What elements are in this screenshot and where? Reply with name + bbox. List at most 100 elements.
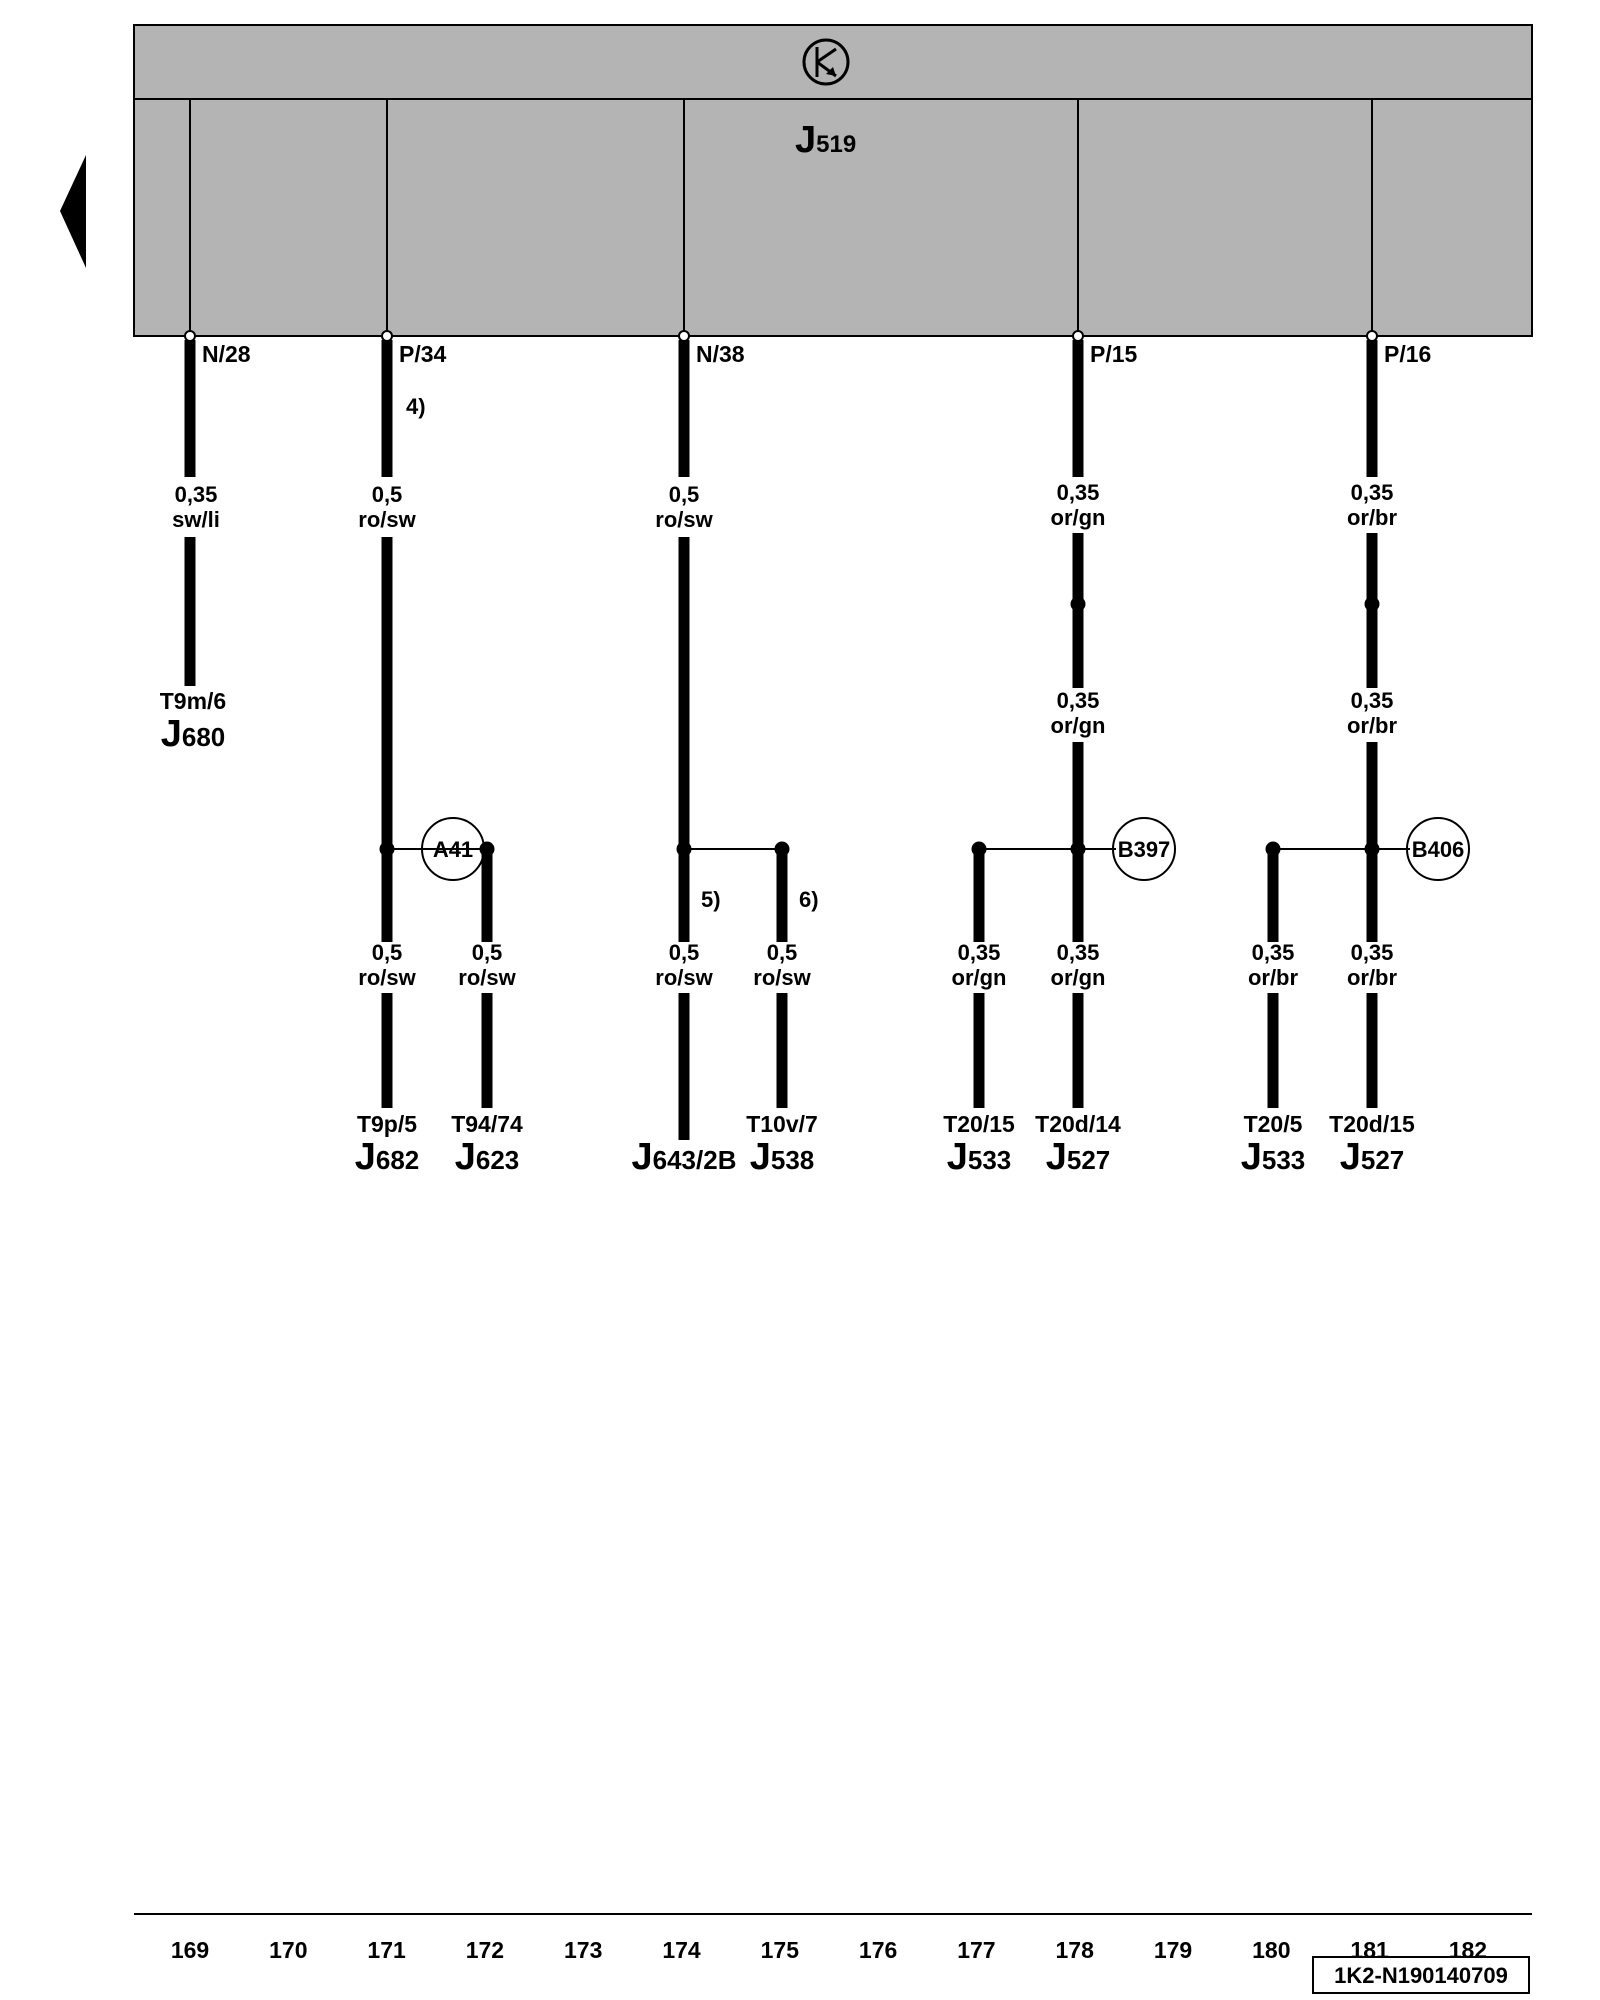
control-unit-panel: J519 xyxy=(133,24,1533,337)
wire-label-color: ro/sw xyxy=(655,965,713,990)
wire-label-gauge: 0,35 xyxy=(1057,480,1100,505)
wire-w174: N/380,5ro/sw5)0,5ro/swJ643/2B6)0,5ro/swT… xyxy=(632,99,819,1178)
grid-number: 171 xyxy=(367,1937,406,1963)
wire-label-color: ro/sw xyxy=(655,507,713,532)
terminal-connector: T9m/6 xyxy=(160,688,226,714)
pin-label: P/34 xyxy=(399,341,447,367)
document-id: 1K2-N190140709 xyxy=(1334,1963,1508,1988)
terminal-component: J527 xyxy=(1046,1136,1111,1178)
footnote-mark: 4) xyxy=(406,394,426,419)
wire-label-gauge: 0,5 xyxy=(472,940,503,965)
grid-number: 179 xyxy=(1154,1937,1192,1963)
terminal-component: J680 xyxy=(161,713,226,755)
terminal-component: J533 xyxy=(1241,1136,1306,1178)
electronic-component-icon xyxy=(802,38,850,86)
back-arrow-icon[interactable] xyxy=(60,155,86,268)
terminal-component: J527 xyxy=(1340,1136,1405,1178)
grid-number: 180 xyxy=(1252,1937,1290,1963)
terminal-component: J643/2B xyxy=(632,1136,737,1178)
grid-number: 173 xyxy=(564,1937,602,1963)
wire-label-gauge: 0,35 xyxy=(1252,940,1295,965)
wire-w171: P/344)0,5ro/swA410,5ro/swT9p/5J6820,5ro/… xyxy=(355,99,523,1178)
wire-label-color: or/gn xyxy=(1051,965,1106,990)
pin-label: P/15 xyxy=(1090,341,1138,367)
wire-label-color: or/gn xyxy=(952,965,1007,990)
connection-label: B406 xyxy=(1412,837,1465,862)
splice-dot xyxy=(1364,596,1380,612)
terminal-component: J533 xyxy=(947,1136,1012,1178)
connection-circle xyxy=(421,817,485,881)
wire-label-gauge: 0,35 xyxy=(175,482,218,507)
wire-label-gauge: 0,5 xyxy=(669,940,700,965)
wire-label-color: ro/sw xyxy=(358,507,416,532)
wire-label-2-color: or/br xyxy=(1347,713,1398,738)
wire-label-2-gauge: 0,35 xyxy=(1351,688,1394,713)
terminal-connector: T20/15 xyxy=(943,1111,1015,1137)
wire-label-color: sw/li xyxy=(172,507,220,532)
grid-number: 176 xyxy=(859,1937,897,1963)
wire-label-gauge: 0,5 xyxy=(767,940,798,965)
grid-number: 177 xyxy=(957,1937,995,1963)
terminal-component: J623 xyxy=(455,1136,520,1178)
terminal-connector: T9p/5 xyxy=(357,1111,417,1137)
terminal-connector: T20d/14 xyxy=(1035,1111,1121,1137)
connection-label: A41 xyxy=(433,837,473,862)
terminal-component: J538 xyxy=(750,1136,815,1178)
wire-w178: P/150,35or/gn0,35or/gnB3970,35or/gnT20/1… xyxy=(943,99,1176,1178)
pin-point xyxy=(184,330,196,342)
terminal-connector: T94/74 xyxy=(451,1111,523,1137)
terminal-connector: T20d/15 xyxy=(1329,1111,1415,1137)
grid-number: 172 xyxy=(466,1937,504,1963)
terminal-connector: T20/5 xyxy=(1244,1111,1303,1137)
terminal-connector: T10v/7 xyxy=(746,1111,818,1137)
footnote-mark: 6) xyxy=(799,887,819,912)
connection-circle xyxy=(1406,817,1470,881)
pin-point xyxy=(381,330,393,342)
connection-label: B397 xyxy=(1118,837,1171,862)
control-unit-box xyxy=(133,24,1533,337)
wire-label-gauge: 0,35 xyxy=(958,940,1001,965)
wire-label-color: or/br xyxy=(1347,965,1398,990)
footnote-mark: 5) xyxy=(701,887,721,912)
terminal-component: J682 xyxy=(355,1136,420,1178)
grid-number: 169 xyxy=(171,1937,209,1963)
wire-label-gauge: 0,35 xyxy=(1351,480,1394,505)
wire-label-2-color: or/gn xyxy=(1051,713,1106,738)
pin-point xyxy=(1072,330,1084,342)
wire-w181: P/160,35or/br0,35or/brB4060,35or/brT20/5… xyxy=(1241,99,1470,1178)
wire-label-color: ro/sw xyxy=(753,965,811,990)
pin-label: N/28 xyxy=(202,341,251,367)
splice-dot xyxy=(1070,596,1086,612)
control-unit-label: J519 xyxy=(795,119,856,161)
wire-label-gauge: 0,5 xyxy=(372,482,403,507)
wire-group: N/280,35sw/liT9m/6J680P/344)0,5ro/swA410… xyxy=(160,99,1470,1178)
wire-label-color: or/br xyxy=(1248,965,1299,990)
grid-number: 175 xyxy=(761,1937,800,1963)
wire-label-color: ro/sw xyxy=(458,965,516,990)
wire-label-gauge: 0,5 xyxy=(372,940,403,965)
wire-label-gauge: 0,5 xyxy=(669,482,700,507)
grid-number: 174 xyxy=(662,1937,701,1963)
pin-label: P/16 xyxy=(1384,341,1431,367)
grid-number: 170 xyxy=(269,1937,307,1963)
grid-number: 178 xyxy=(1056,1937,1095,1963)
connection-circle xyxy=(1112,817,1176,881)
wire-label-color: ro/sw xyxy=(358,965,416,990)
wire-label-color: or/gn xyxy=(1051,505,1106,530)
pin-point xyxy=(1366,330,1378,342)
wire-label-color: or/br xyxy=(1347,505,1398,530)
wire-label-gauge: 0,35 xyxy=(1351,940,1394,965)
wire-label-2-gauge: 0,35 xyxy=(1057,688,1100,713)
pin-point xyxy=(678,330,690,342)
document-id-box xyxy=(1312,1956,1530,1994)
